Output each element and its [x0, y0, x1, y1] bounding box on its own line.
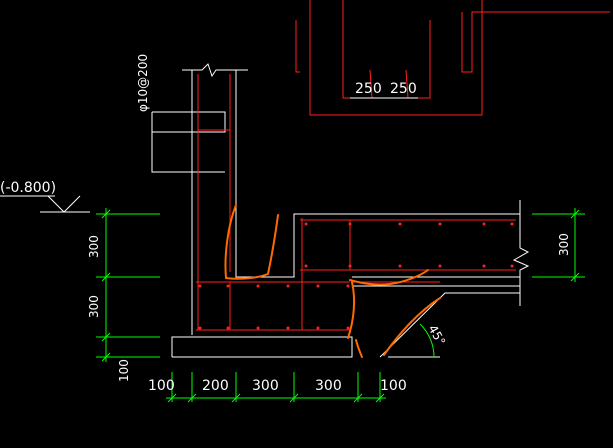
left-tick-3	[101, 332, 111, 342]
footing-outline	[171, 336, 353, 358]
bottom-dim-300-a: 300	[252, 378, 279, 394]
bottom-tick-1	[167, 393, 177, 403]
hand-markup	[224, 204, 441, 358]
right-dim-300: 300	[557, 233, 571, 256]
bottom-dim-100-left: 100	[148, 378, 175, 394]
rebar-dots	[198, 222, 514, 330]
rebar-lines	[196, 74, 516, 331]
upper-detail-outline	[309, 0, 483, 116]
wall-inner-notch	[235, 212, 520, 278]
stair-outline	[151, 111, 226, 173]
bottom-dim-200: 200	[202, 378, 229, 394]
right-tick-2	[570, 272, 580, 282]
elevation-label: (-0.800)	[0, 180, 56, 196]
elevation-triangle	[47, 195, 81, 213]
left-tick-4	[101, 352, 111, 362]
top-dim-1: 250	[355, 81, 382, 97]
structure-outline	[151, 63, 530, 358]
right-dimension	[532, 208, 585, 282]
angle-arc	[419, 323, 435, 358]
bottom-dim-100-right: 100	[380, 378, 407, 394]
markup-curve-haunch	[349, 269, 429, 286]
upper-detail-bar-right	[461, 11, 610, 73]
left-tick-2	[101, 272, 111, 282]
slab-edge-right	[512, 200, 530, 306]
upper-detail-bar-left	[295, 20, 300, 73]
bottom-tick-3	[231, 393, 241, 403]
bottom-tick-6	[375, 393, 385, 403]
markup-curve-left	[224, 204, 279, 280]
left-dim-300-lower: 300	[87, 295, 101, 318]
haunch-slope	[379, 292, 520, 358]
left-tick-1	[101, 209, 111, 219]
bottom-dimension-chain	[166, 372, 386, 403]
bottom-tick-4	[289, 393, 299, 403]
elevation-marker: (-0.800)	[0, 180, 90, 213]
left-dimension-chain	[96, 208, 160, 362]
upper-detail-bar-mid	[369, 69, 373, 99]
top-dim-2: 250	[390, 81, 417, 97]
markup-line-vertical	[347, 281, 356, 339]
upper-detail-bar-mid2	[405, 69, 409, 99]
wall-outline-top	[182, 63, 248, 78]
upper-detail: 250 250	[295, 0, 610, 116]
right-tick-1	[570, 209, 580, 219]
bottom-tick-5	[353, 393, 363, 403]
markup-line-slope	[383, 297, 441, 356]
left-dim-300-upper: 300	[87, 235, 101, 258]
left-dim-100: 100	[117, 359, 131, 382]
bottom-dim-300-b: 300	[315, 378, 342, 394]
rebar-spacing-label: φ10@200	[136, 54, 150, 112]
markup-small	[355, 339, 363, 358]
angle-label: 45°	[425, 323, 448, 348]
bottom-tick-2	[187, 393, 197, 403]
